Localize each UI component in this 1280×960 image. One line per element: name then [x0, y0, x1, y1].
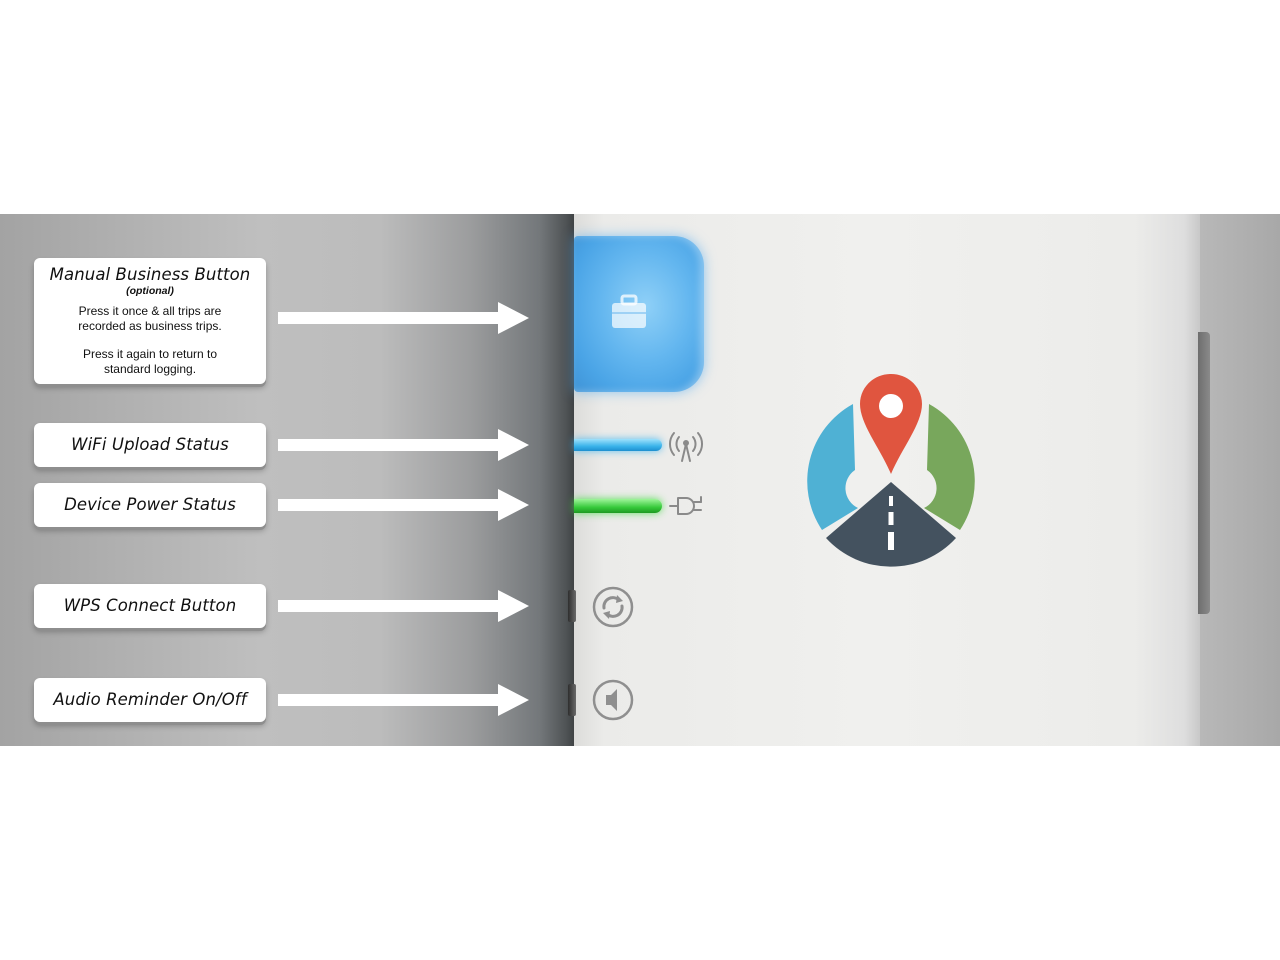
speaker-icon: [592, 679, 634, 721]
arrow-device-power: [278, 489, 529, 521]
audio-reminder-title: Audio Reminder On/Off: [53, 690, 247, 709]
power-status-led: [574, 499, 662, 513]
wifi-status-led: [574, 439, 662, 451]
audio-side-button[interactable]: [568, 684, 576, 716]
map-pin-road-logo: [807, 374, 975, 567]
desc-line: Press it once & all trips are: [78, 304, 222, 318]
wps-connect-label: WPS Connect Button: [34, 584, 266, 628]
manual-business-button[interactable]: [574, 236, 704, 392]
wps-side-button[interactable]: [568, 590, 576, 622]
plug-icon: [669, 496, 702, 515]
refresh-arrows-icon: [592, 586, 634, 628]
device-photo-band: Manual Business Button (optional) Press …: [0, 214, 1280, 746]
manual-business-title: Manual Business Button: [49, 265, 251, 284]
desc-line: Press it again to return to: [82, 347, 218, 361]
arrow-wps-connect: [278, 590, 529, 622]
desc-line: recorded as business trips.: [78, 318, 222, 333]
arrow-manual-business: [278, 302, 529, 334]
arrow-audio-reminder: [278, 684, 529, 716]
device-power-title: Device Power Status: [64, 495, 236, 514]
wps-connect-title: WPS Connect Button: [63, 596, 237, 615]
wifi-upload-title: WiFi Upload Status: [71, 435, 229, 454]
wifi-upload-label: WiFi Upload Status: [34, 423, 266, 467]
antenna-icon: [669, 432, 703, 462]
manual-business-subtitle: (optional): [126, 285, 174, 297]
desc-line: standard logging.: [103, 361, 197, 376]
device-right-edge: [1200, 214, 1280, 746]
manual-business-desc-1: Press it once & all trips are recorded a…: [34, 304, 266, 333]
manual-business-desc-2: Press it again to return to standard log…: [34, 347, 266, 376]
audio-reminder-label: Audio Reminder On/Off: [34, 678, 266, 722]
device-side-slot: [1198, 332, 1210, 614]
device-power-label: Device Power Status: [34, 483, 266, 527]
arrow-wifi-upload: [278, 429, 529, 461]
manual-business-label: Manual Business Button (optional) Press …: [34, 258, 266, 384]
briefcase-icon: [612, 294, 646, 328]
